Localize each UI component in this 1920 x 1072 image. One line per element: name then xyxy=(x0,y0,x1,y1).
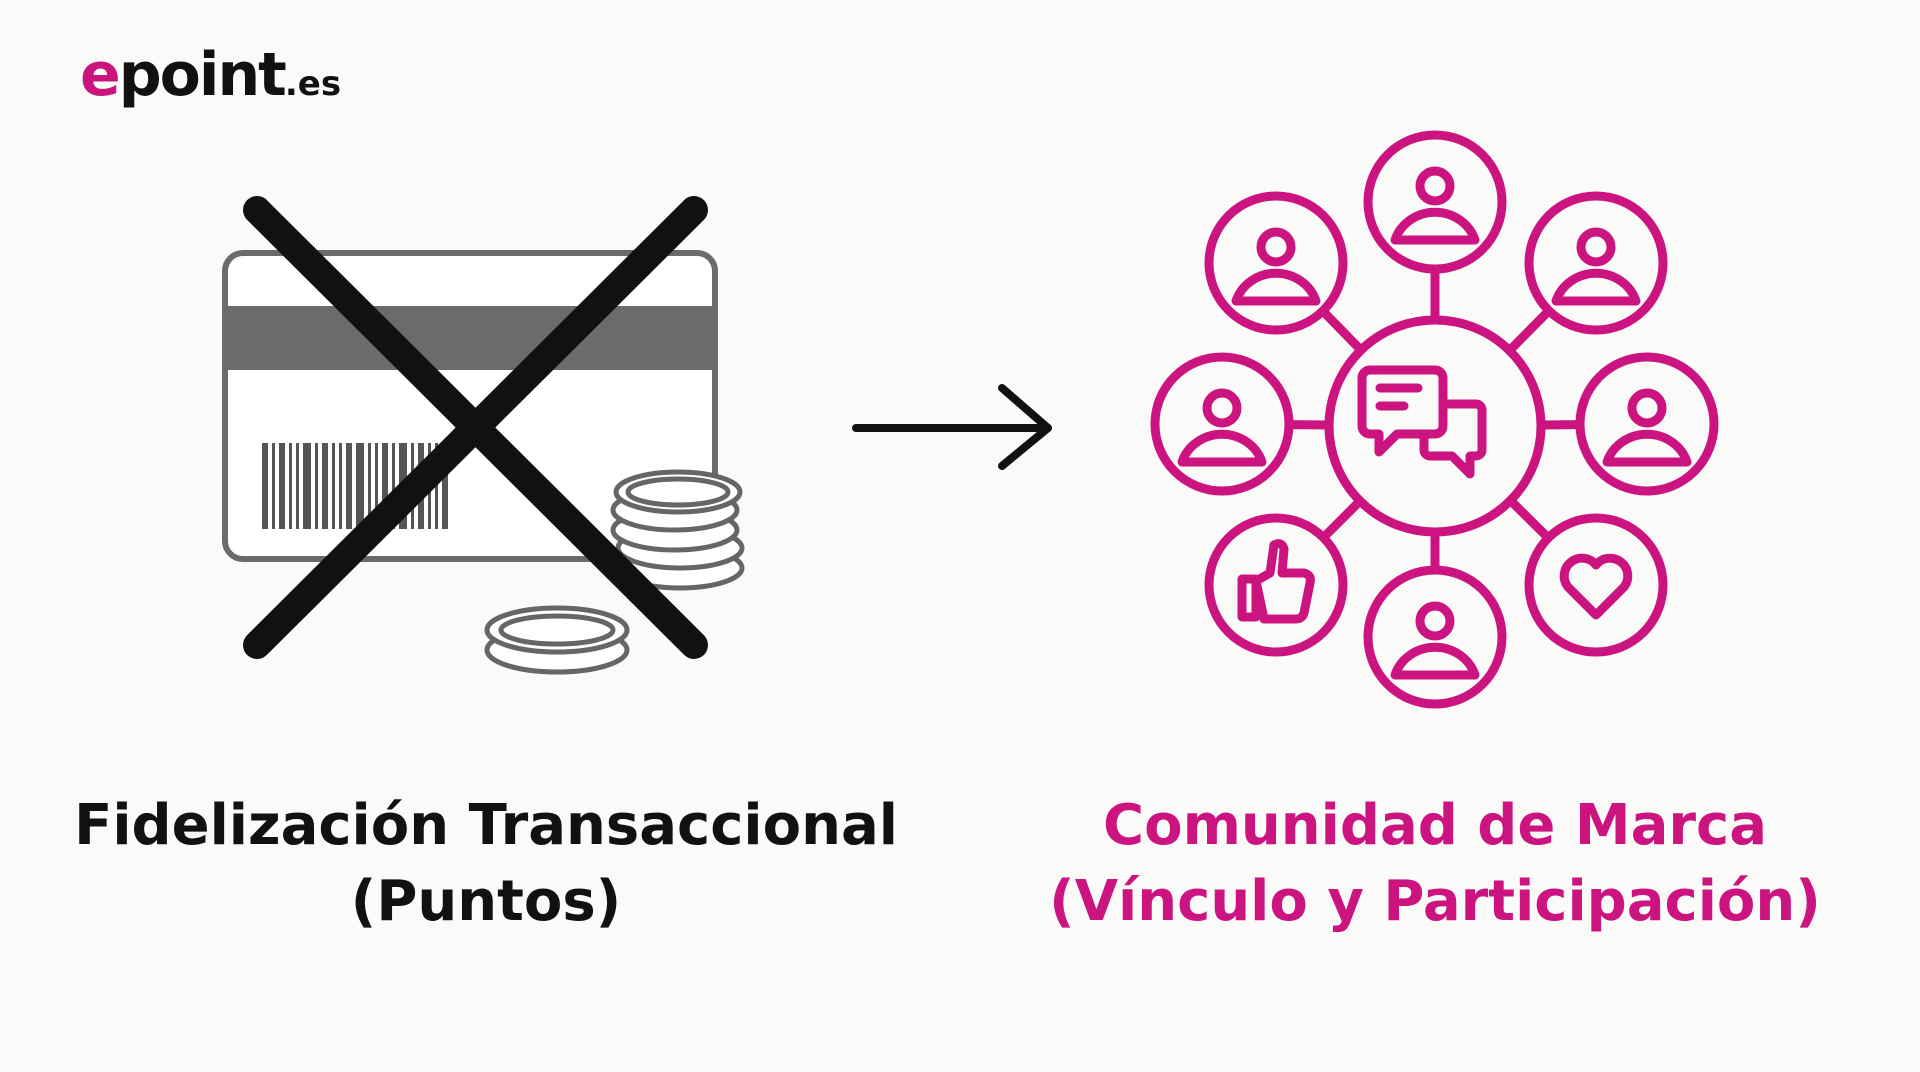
logo-name: point xyxy=(118,40,287,110)
chat-bubbles-icon xyxy=(1357,365,1487,479)
user-icon xyxy=(1504,191,1668,356)
user-icon xyxy=(1363,527,1507,709)
cross-out-icon xyxy=(243,196,708,659)
barcode-bar xyxy=(382,443,388,529)
user-icon xyxy=(1536,352,1719,496)
barcode-bar xyxy=(375,443,378,529)
barcode-bar xyxy=(356,443,364,529)
barcode-bar xyxy=(279,443,285,529)
barcode-bar xyxy=(315,443,318,529)
thumbs-up-icon xyxy=(1204,496,1365,657)
barcode-bar xyxy=(346,443,352,529)
left-subtitle: (Puntos) xyxy=(350,869,622,934)
barcode-bar xyxy=(262,443,268,529)
barcode-bar xyxy=(272,443,275,529)
barcode-bar xyxy=(322,443,328,529)
user-icon xyxy=(1150,352,1334,496)
barcode-bar xyxy=(339,443,342,529)
barcode-bar xyxy=(303,443,311,529)
left-caption: Fidelización Transaccional (Puntos) xyxy=(36,788,936,940)
user-icon xyxy=(1204,191,1366,355)
logo-tld: .es xyxy=(284,64,342,104)
barcode-bar xyxy=(296,443,299,529)
barcode-bar xyxy=(392,443,395,529)
barcode-bar xyxy=(332,443,335,529)
user-icon xyxy=(1363,130,1507,325)
heart-icon xyxy=(1505,495,1668,657)
epoint-logo: epoint.es xyxy=(80,40,341,110)
right-title: Comunidad de Marca xyxy=(1103,793,1767,858)
right-caption: Comunidad de Marca (Vínculo y Participac… xyxy=(985,788,1885,940)
left-title: Fidelización Transaccional xyxy=(74,793,898,858)
barcode-bar xyxy=(368,443,371,529)
logo-e: e xyxy=(80,40,121,110)
community-network-icon xyxy=(1150,130,1719,709)
barcode-bar xyxy=(442,443,448,529)
arrow-right-icon xyxy=(852,384,1052,470)
right-subtitle: (Vínculo y Participación) xyxy=(1049,869,1821,934)
coins-icon xyxy=(484,469,745,675)
barcode-bar xyxy=(289,443,292,529)
